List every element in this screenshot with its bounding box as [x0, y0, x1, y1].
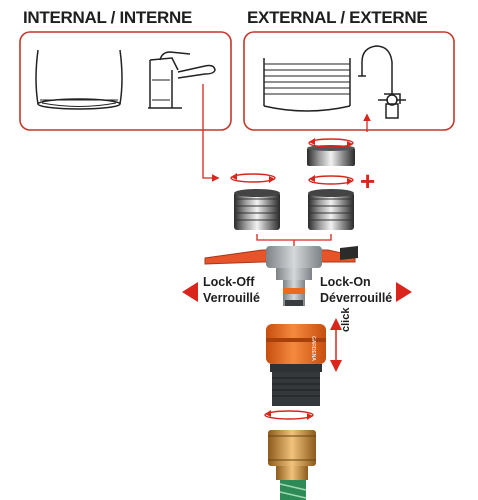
lock-off-fr: Verrouillé [203, 291, 260, 305]
lock-off-en: Lock-Off [203, 275, 255, 289]
tap-connector [204, 246, 358, 306]
faucet-aerator-external-icon [263, 58, 351, 112]
lock-on-en: Lock-On [320, 275, 371, 289]
garden-hose [279, 480, 307, 500]
basin-tap-icon [358, 45, 406, 119]
external-header: EXTERNAL / EXTERNE [247, 8, 428, 27]
aerator-ring [307, 145, 355, 166]
brand-logo: GARDENA [310, 336, 316, 361]
rotate-arrow-icon [230, 138, 354, 420]
internal-panel [19, 31, 232, 131]
click-label: click [340, 307, 352, 332]
faucet-aerator-internal-icon [35, 49, 123, 110]
hose-connector: GARDENA [266, 324, 326, 406]
adapter-internal [234, 189, 280, 230]
plus-sign: + [360, 166, 375, 196]
lock-on-fr: Déverrouillé [320, 291, 393, 305]
lock-off-label: Lock-Off Verrouillé [203, 274, 260, 306]
adapter-external [308, 189, 354, 230]
internal-header: INTERNAL / INTERNE [23, 8, 193, 27]
external-panel [243, 31, 455, 131]
brass-fitting [268, 430, 316, 480]
lock-on-label: Lock-On Déverrouillé [320, 274, 392, 306]
mixer-tap-icon [148, 51, 216, 109]
